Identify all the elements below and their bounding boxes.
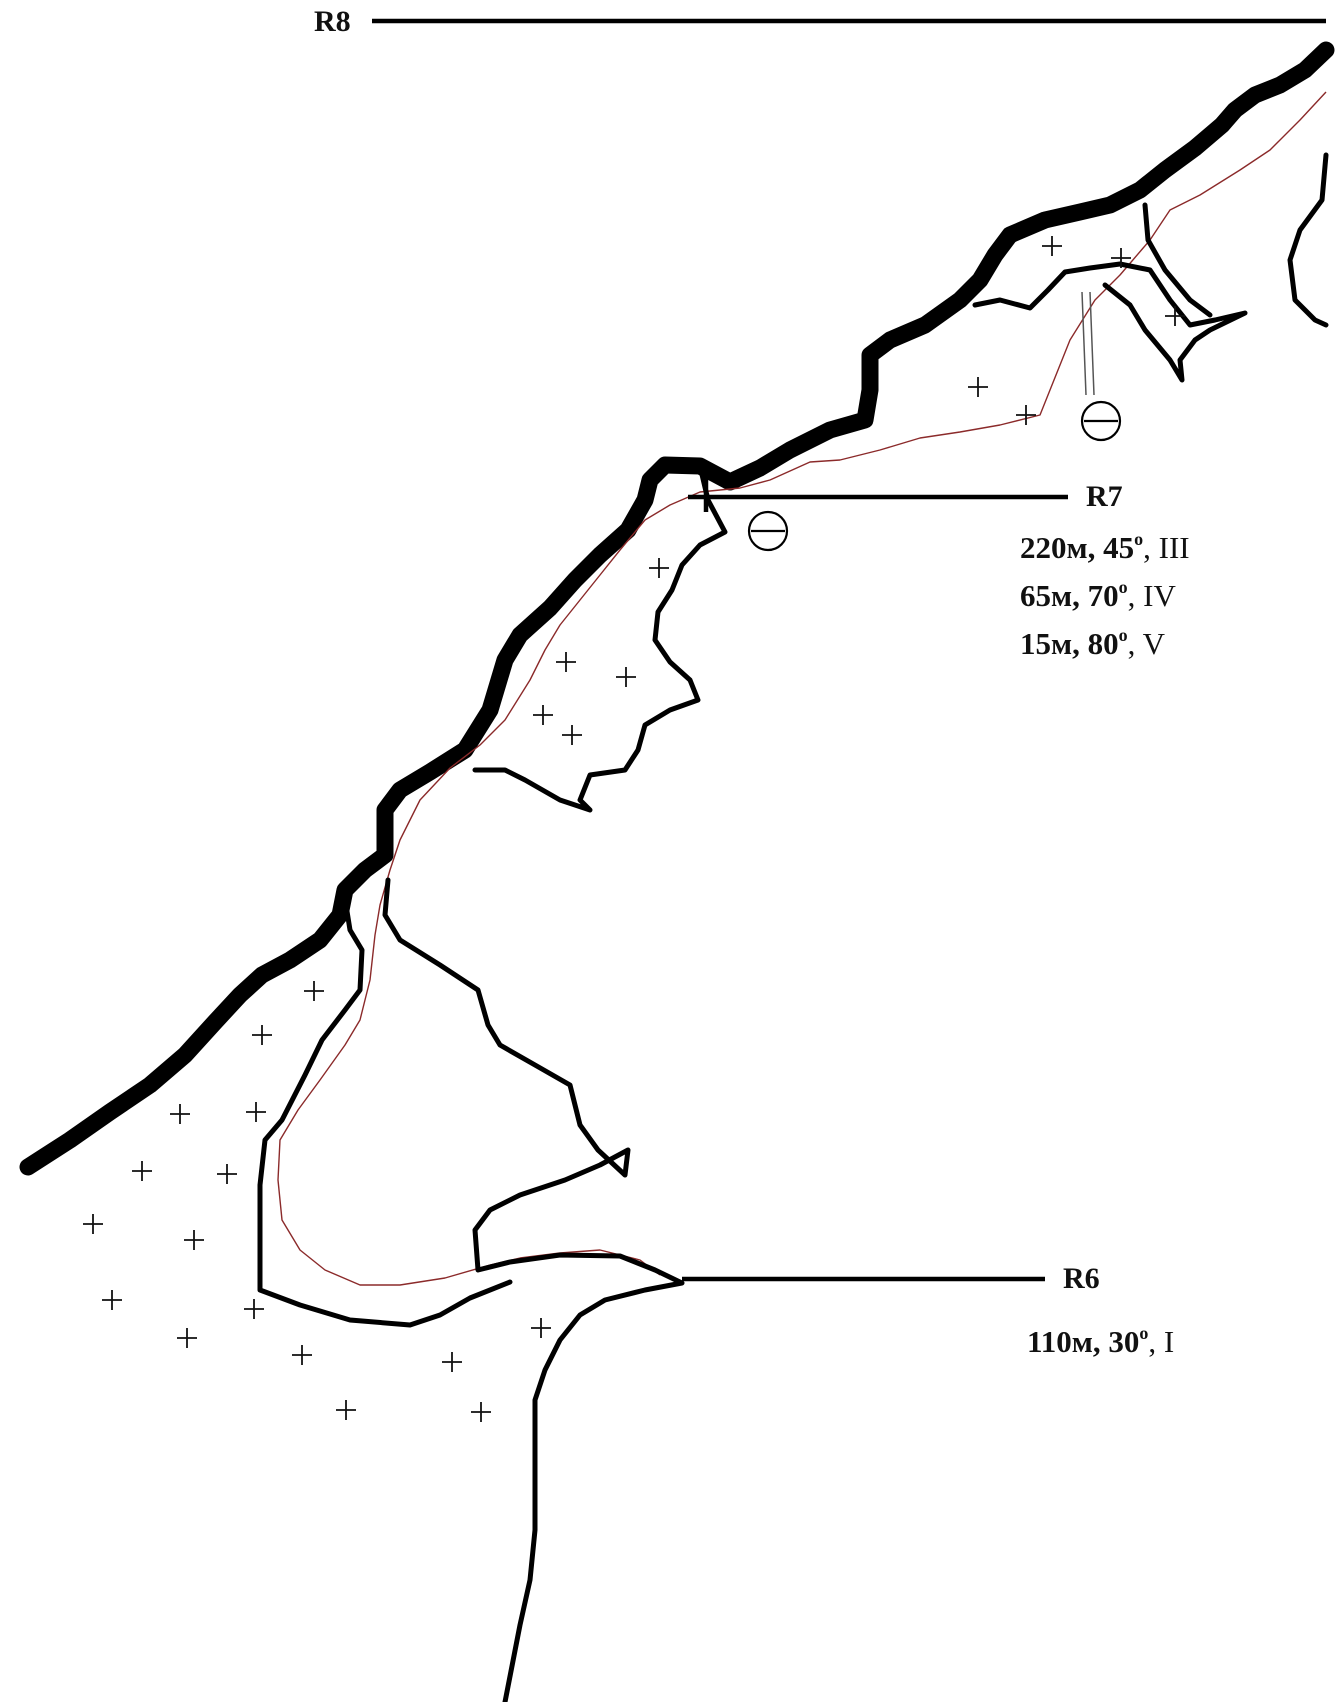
plus-mark-icon: [556, 652, 576, 672]
theta-circle-icon: [747, 510, 789, 552]
plus-mark-icon: [442, 1352, 462, 1372]
plus-mark-icon: [304, 981, 324, 1001]
plus-mark-icon: [217, 1164, 237, 1184]
plus-marks: [83, 236, 1185, 1422]
route-note-r7-1: 220м, 45o, III: [1020, 529, 1190, 565]
plus-mark-icon: [177, 1328, 197, 1348]
plus-mark-icon: [1016, 405, 1036, 425]
plus-mark-icon: [184, 1230, 204, 1250]
plus-mark-icon: [533, 705, 553, 725]
plus-mark-icon: [170, 1104, 190, 1124]
route-label-r8: R8: [314, 5, 351, 38]
plus-mark-icon: [471, 1402, 491, 1422]
area-boundary-upper-right: [972, 261, 1248, 383]
route-note-r7-3: 15м, 80o, V: [1020, 625, 1166, 661]
double-line-mark: [1081, 291, 1095, 396]
plus-mark-icon: [132, 1161, 152, 1181]
plus-mark-icon: [562, 725, 582, 745]
route-note-r7-2: 65м, 70o, IV: [1020, 577, 1176, 613]
area-boundary-lower-b: [257, 902, 513, 1328]
route-label-r6: R6: [1063, 1262, 1100, 1295]
route-note-r6-1: 110м, 30o, I: [1027, 1323, 1174, 1359]
plus-mark-icon: [1042, 236, 1062, 256]
plus-mark-icon: [1165, 306, 1185, 326]
plus-mark-icon: [246, 1102, 266, 1122]
route-label-r7: R7: [1086, 480, 1123, 513]
trail-line: [277, 91, 1327, 1286]
plus-mark-icon: [336, 1400, 356, 1420]
area-boundary-far-right: [1287, 152, 1329, 328]
plus-mark-icon: [292, 1345, 312, 1365]
plus-mark-icon: [102, 1290, 122, 1310]
plus-mark-icon: [616, 667, 636, 687]
plus-mark-icon: [531, 1318, 551, 1338]
area-boundary-middle: [472, 463, 728, 813]
theta-circle-icon: [1080, 400, 1122, 442]
area-boundary-lower: [382, 877, 685, 1702]
plus-mark-icon: [1111, 248, 1131, 268]
plus-mark-icon: [649, 558, 669, 578]
plus-mark-icon: [968, 377, 988, 397]
plus-mark-icon: [252, 1025, 272, 1045]
main-ridge-line: [19, 41, 1335, 1176]
plus-mark-icon: [244, 1299, 264, 1319]
plus-mark-icon: [83, 1214, 103, 1234]
area-boundary-upper-right-b: [1142, 202, 1213, 318]
